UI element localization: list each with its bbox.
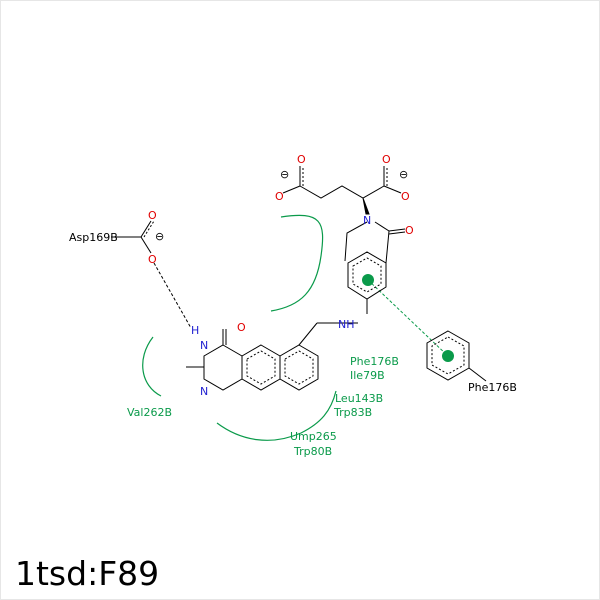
- residue-trp80b: Trp80B: [293, 445, 332, 458]
- residue-phe176b: Phe176B: [350, 355, 399, 368]
- residue-phe176b-ring: Phe176B: [468, 381, 517, 394]
- atom-o-asp-bot: O: [148, 253, 157, 266]
- aromatic-center-phe176b: [442, 350, 454, 362]
- charge-asp: ⊖: [155, 230, 164, 243]
- residue-ile79b: Ile79B: [350, 369, 385, 382]
- bond-glu-chain: [299, 185, 385, 199]
- atom-o-amide: O: [405, 224, 414, 237]
- aromatic-center-ligand: [362, 274, 374, 286]
- hydrophobic-arc-val262b: [142, 336, 162, 397]
- atom-n-ring1: N: [200, 339, 208, 352]
- atom-o-acid-left-bot: O: [275, 190, 284, 203]
- residue-ump265: Ump265: [290, 430, 337, 443]
- residue-trp83b: Trp83B: [333, 406, 372, 419]
- hydrophobic-arc-lower: [216, 390, 337, 441]
- asp169b-group: [111, 220, 155, 254]
- atom-o-acid-right-bot: O: [401, 190, 410, 203]
- residue-asp169b: Asp169B: [69, 231, 118, 244]
- aromatic-inner: [246, 257, 382, 385]
- atom-o-acid-left-top: O: [297, 153, 306, 166]
- diagram-title: 1tsd:F89: [15, 554, 159, 593]
- bond-glu-left-o2: [282, 185, 301, 194]
- bond-glu-right-o2: [383, 185, 402, 194]
- atom-o-ring: O: [237, 321, 246, 334]
- atom-o-asp-top: O: [148, 209, 157, 222]
- hbond-line: [153, 262, 192, 329]
- atom-nh-linker: NH: [338, 318, 355, 331]
- bond-ring-left: [203, 344, 243, 391]
- bond-ring-right: [279, 344, 319, 391]
- atom-h-ring: H: [191, 324, 199, 337]
- atom-o-acid-right-top: O: [382, 153, 391, 166]
- atom-n-ring2: N: [200, 385, 208, 398]
- bond-lactam-ring: [344, 221, 390, 264]
- residue-leu143b: Leu143B: [335, 392, 383, 405]
- charge-right: ⊖: [399, 168, 408, 181]
- atom-n-amide: N: [363, 214, 371, 227]
- charge-left: ⊖: [280, 168, 289, 181]
- hydrophobic-arcs: [142, 214, 337, 441]
- bond-ring-middle: [241, 344, 281, 391]
- hydrophobic-arc-upper: [270, 214, 324, 312]
- pi-stacking-line: [367, 279, 449, 357]
- residue-val262b: Val262B: [127, 406, 172, 419]
- bonds: [186, 166, 406, 391]
- phe176b-ring: [426, 330, 487, 382]
- bond-benzo-ring: [347, 251, 387, 300]
